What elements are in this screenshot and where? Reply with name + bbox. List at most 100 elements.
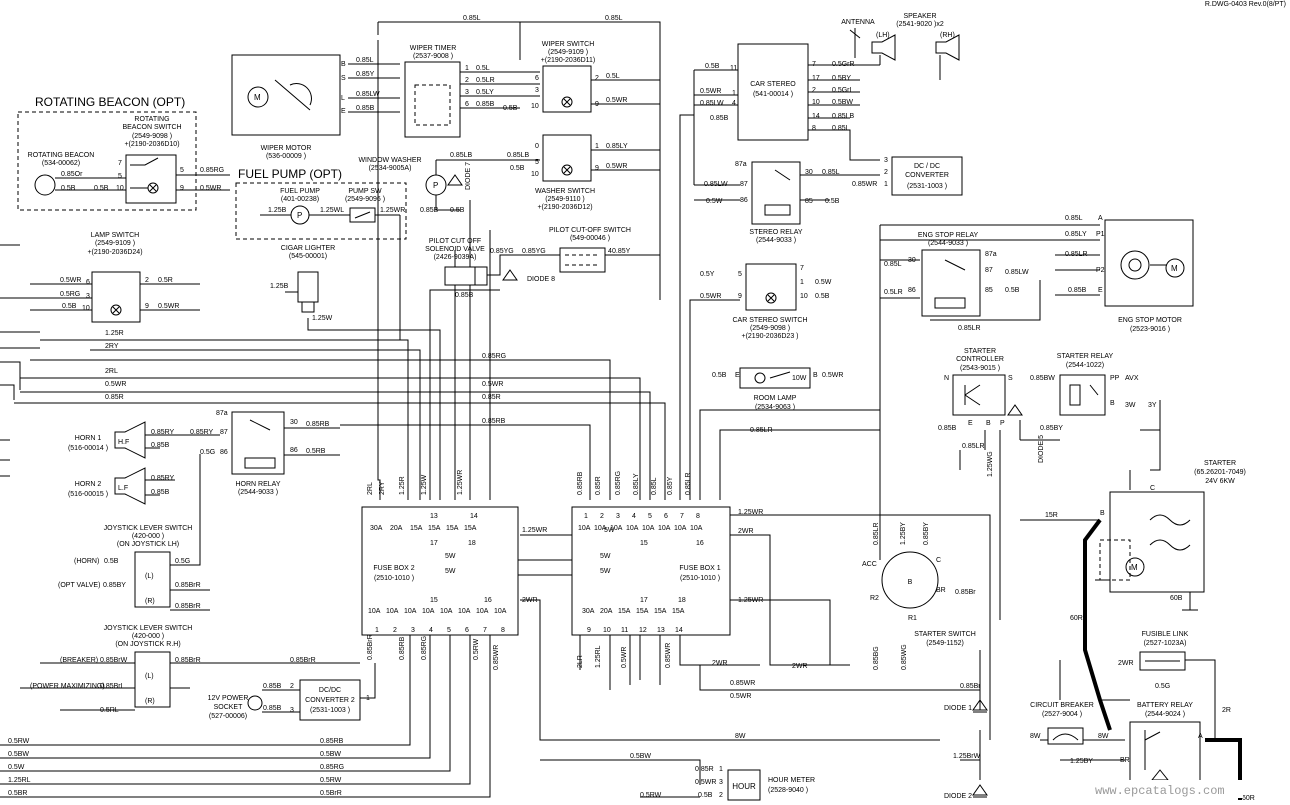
svg-text:0.5BW: 0.5BW [832,99,853,106]
fuel-pump-section: FUEL PUMP (OPT) FUEL PUMP (401-00238) PU… [235,167,407,322]
svg-text:6: 6 [465,627,469,634]
svg-text:6: 6 [664,513,668,520]
svg-text:(2549-1152): (2549-1152) [926,640,964,647]
switch-lamp-icon [561,164,573,176]
svg-text:R1: R1 [908,615,917,622]
svg-text:WIPER TIMER: WIPER TIMER [410,45,457,52]
svg-text:10A: 10A [610,525,623,532]
motor-gear-icon [1120,250,1150,280]
svg-text:0.85LB: 0.85LB [507,152,530,159]
svg-text:STARTER: STARTER [964,348,996,355]
svg-text:0.85L: 0.85L [832,125,850,132]
svg-text:(ON JOYSTICK R.H): (ON JOYSTICK R.H) [115,641,180,648]
svg-text:5W: 5W [604,527,615,534]
svg-text:0.5WR: 0.5WR [822,372,843,379]
svg-text:ROOM LAMP: ROOM LAMP [754,395,797,402]
svg-text:0.85WG: 0.85WG [901,644,908,670]
svg-text:1: 1 [584,513,588,520]
svg-text:0.85Y: 0.85Y [612,248,631,255]
svg-text:3: 3 [290,707,294,714]
svg-text:(RH): (RH) [940,32,955,39]
svg-text:B: B [908,579,913,586]
svg-text:2RL: 2RL [367,482,374,495]
svg-text:0.5B: 0.5B [62,303,77,310]
svg-text:9: 9 [738,293,742,300]
svg-text:(536-00009 ): (536-00009 ) [266,153,306,160]
svg-text:0.5WR: 0.5WR [60,277,81,284]
svg-text:+(2190-2036D24): +(2190-2036D24) [87,249,142,256]
svg-text:4: 4 [429,627,433,634]
car-stereo-section: ANTENNA SPEAKER (2541-9020 )x2 (LH) (RH)… [700,13,963,340]
svg-text:0.85WR: 0.85WR [493,645,500,670]
svg-text:4: 4 [732,100,736,107]
svg-text:8W: 8W [1098,733,1109,740]
svg-text:3: 3 [535,87,539,94]
svg-text:CIRCUIT BREAKER: CIRCUIT BREAKER [1030,702,1094,709]
svg-text:9: 9 [587,627,591,634]
svg-text:0.85RB: 0.85RB [577,471,584,495]
svg-text:0.5RG: 0.5RG [60,291,80,298]
svg-text:0.5BW: 0.5BW [320,751,341,758]
eng-stop-relay [921,249,981,317]
svg-text:0.5BrR: 0.5BrR [320,790,342,797]
svg-text:17: 17 [430,540,438,547]
svg-text:30A: 30A [582,608,595,615]
svg-text:1.25WR: 1.25WR [738,597,763,604]
svg-text:10A: 10A [578,525,591,532]
joystick-lh-switch [134,551,171,608]
svg-text:P: P [433,181,438,190]
svg-text:PILOT CUT OFF: PILOT CUT OFF [429,238,481,245]
svg-text:0.5BW: 0.5BW [8,751,29,758]
svg-text:(2549-9098 ): (2549-9098 ) [132,133,172,140]
fb2-bottom-fuses: 10A 10A 10A 10A 10A 10A 10A 10A [368,608,507,615]
svg-text:+(2190-2036D23 ): +(2190-2036D23 ) [741,333,798,340]
svg-text:DC / DC: DC / DC [914,163,940,170]
svg-text:10A: 10A [594,525,607,532]
svg-text:0.85YG: 0.85YG [490,248,514,255]
svg-text:E: E [968,420,973,427]
svg-text:0.85BrR: 0.85BrR [290,657,316,664]
fb2-top-fuses: 30A 20A 15A 15A 15A 15A [370,525,477,532]
svg-text:2RL: 2RL [105,368,118,375]
svg-text:(2531-1003 ): (2531-1003 ) [907,183,947,190]
svg-text:0.85LR: 0.85LR [873,522,880,545]
svg-text:0.85BY: 0.85BY [923,522,930,545]
fuel-pump-frame [235,182,407,240]
svg-text:30A: 30A [370,525,383,532]
svg-text:(R): (R) [145,698,155,705]
svg-text:15R: 15R [1045,512,1058,519]
svg-text:2LR: 2LR [577,655,584,668]
bottom-wire-labels: 0.5RW 0.5BW 0.5W 1.25RL 0.5BR 0.85RB 0.5… [8,738,344,797]
svg-text:10A: 10A [626,525,639,532]
svg-text:0.85LY: 0.85LY [1065,231,1087,238]
svg-text:15: 15 [640,540,648,547]
svg-text:0.5W: 0.5W [706,198,723,205]
svg-text:(HORN): (HORN) [74,558,99,565]
svg-text:0.85LB: 0.85LB [450,152,473,159]
washer-section: WINDOW WASHER (2534-9005A) P 0.85LB 0.85… [358,134,660,214]
svg-text:HORN 2: HORN 2 [75,481,102,488]
svg-text:ROTATING: ROTATING [134,116,169,123]
svg-text:14: 14 [675,627,683,634]
svg-text:0.5B: 0.5B [503,105,518,112]
svg-text:0.85BrW: 0.85BrW [100,657,128,664]
joystick-section: JOYSTICK LEVER SWITCH (420-000 ) (ON JOY… [20,454,360,714]
svg-text:1.25B: 1.25B [268,207,287,214]
switch-lamp-icon [561,96,573,108]
svg-text:(420-000 ): (420-000 ) [132,533,164,540]
svg-text:0.85Or: 0.85Or [61,171,83,178]
svg-text:(2544-9033 ): (2544-9033 ) [238,489,278,496]
svg-text:5: 5 [648,513,652,520]
battery-section: FUSIBLE LINK (2527-1023A) 0.5G 2WR 2R CI… [1030,631,1255,802]
svg-text:2RY: 2RY [379,481,386,495]
svg-text:0.5LR: 0.5LR [476,77,495,84]
svg-text:(516-00015 ): (516-00015 ) [68,491,108,498]
svg-text:0.85LY: 0.85LY [633,473,640,495]
svg-text:85: 85 [805,198,813,205]
svg-text:15A: 15A [672,608,685,615]
svg-text:0.85BY: 0.85BY [103,582,126,589]
svg-text:0.85Y: 0.85Y [356,71,375,78]
svg-text:5: 5 [738,271,742,278]
svg-text:DIODE 7: DIODE 7 [465,162,472,190]
svg-text:10A: 10A [494,608,507,615]
